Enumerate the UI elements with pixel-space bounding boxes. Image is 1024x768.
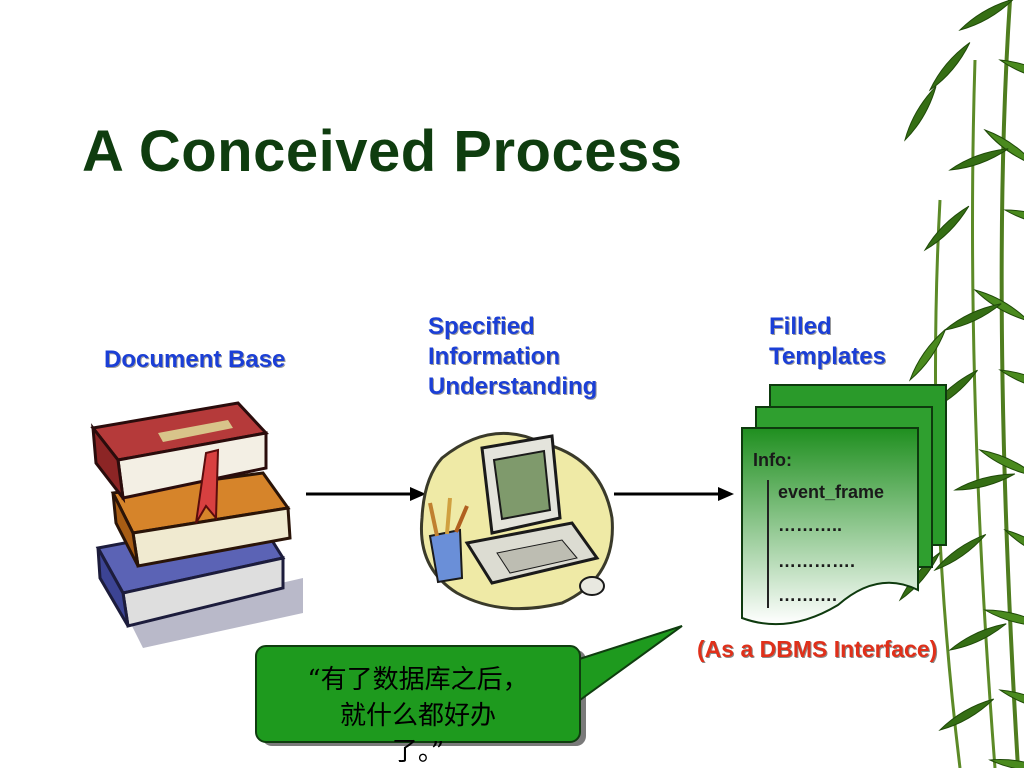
bamboo-leaf [908, 328, 947, 382]
filled-templates-label: Filled Templates [769, 312, 886, 372]
specified-info-line: Understanding [428, 373, 598, 400]
template-line: ……….. [778, 515, 843, 535]
template-line: …………. [778, 551, 856, 571]
callout-line: “有了数据库之后， [307, 665, 529, 695]
bamboo-leaf [983, 128, 1024, 167]
callout-line: 了。” [391, 737, 445, 767]
filled-templates-line: Templates [769, 343, 886, 370]
bamboo-leaf [948, 623, 1007, 651]
bamboo-leaf [928, 42, 971, 92]
bamboo-leaf [943, 303, 1002, 331]
specified-info-line: Information [428, 343, 560, 370]
template-heading: Info: [753, 450, 792, 470]
bamboo-leaf [983, 609, 1024, 627]
bamboo-leaf [933, 533, 987, 572]
arrow-to-templates [614, 487, 734, 501]
callout-box [255, 625, 683, 746]
arrow-to-computer [306, 487, 426, 501]
bamboo-leaf [988, 759, 1024, 768]
bamboo-leaf [998, 689, 1024, 712]
stack-of-books-icon [90, 401, 303, 648]
bamboo-leaf [973, 289, 1024, 322]
bamboo-leaf [978, 449, 1024, 477]
callout-line: 就什么都好办 [339, 701, 496, 731]
stacked-documents-icon [741, 384, 947, 626]
callout-text: “有了数据库之后， 就什么都好办 了。” [262, 662, 574, 768]
bamboo-leaf [958, 0, 1015, 31]
specified-info-label: Specified Information Understanding [428, 312, 597, 402]
bamboo-leaf [904, 85, 937, 142]
dbms-interface-note: (As a DBMS Interface) [697, 636, 938, 662]
filled-templates-line: Filled [769, 313, 832, 340]
template-line: event_frame [778, 482, 885, 502]
bamboo-leaf [1003, 529, 1024, 562]
template-line: ………. [778, 585, 838, 605]
bamboo-leaf [953, 473, 1016, 491]
document-base-label: Document Base [104, 346, 286, 373]
bamboo-leaf [1003, 209, 1024, 227]
bamboo-leaf [998, 369, 1024, 392]
bamboo-leaf [998, 59, 1024, 82]
slide-title: A Conceived Process [82, 119, 683, 184]
bamboo-leaf [948, 148, 1009, 171]
bamboo-leaf [923, 205, 970, 252]
bamboo-leaf [938, 698, 995, 731]
desktop-computer-icon [419, 431, 614, 611]
specified-info-line: Specified [428, 313, 535, 340]
